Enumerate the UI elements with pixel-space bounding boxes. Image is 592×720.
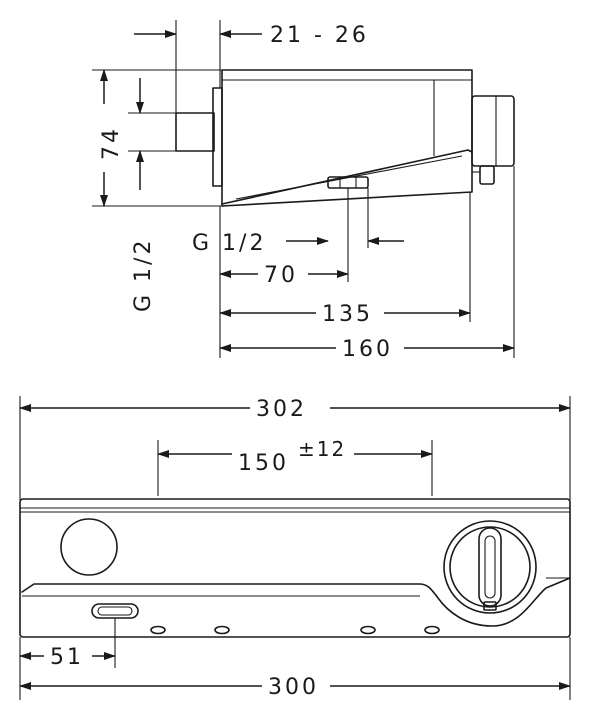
front-shelf bbox=[21, 577, 571, 627]
wall-connection-pipe bbox=[175, 112, 215, 152]
dim-body-depth: 135 bbox=[322, 302, 373, 327]
front-outlet bbox=[91, 603, 139, 619]
knob-grip bbox=[478, 527, 502, 607]
dim-center-distance: 150 bbox=[238, 451, 289, 476]
side-knob-tip bbox=[479, 165, 495, 185]
mounting-hole bbox=[360, 625, 376, 635]
side-view: 21 - 26 74 G 1/2 G 1/2 70 135 160 bbox=[92, 20, 515, 362]
knob-marker bbox=[483, 601, 497, 611]
dim-thread-horizontal: G 1/2 bbox=[192, 231, 266, 256]
front-body bbox=[19, 498, 571, 638]
dim-height: 74 bbox=[99, 126, 124, 160]
side-knob bbox=[471, 95, 515, 167]
dim-outlet-offset: 51 bbox=[50, 645, 84, 670]
thermostat-body bbox=[221, 69, 473, 207]
thermostat-knob bbox=[443, 520, 537, 614]
mounting-hole bbox=[424, 625, 440, 635]
dim-wall-offset: 21 - 26 bbox=[270, 23, 369, 48]
dim-overall-width: 302 bbox=[256, 397, 307, 422]
dim-base-width: 300 bbox=[268, 675, 319, 700]
mounting-hole bbox=[150, 625, 166, 635]
stop-button bbox=[60, 518, 118, 576]
mounting-hole bbox=[214, 625, 230, 635]
front-view: 302 150 ±12 bbox=[19, 396, 571, 700]
dim-total-depth: 160 bbox=[342, 337, 393, 362]
dim-thread-vertical: G 1/2 bbox=[131, 238, 156, 312]
dim-outlet-depth: 70 bbox=[264, 263, 298, 288]
dim-center-tolerance: ±12 bbox=[298, 437, 346, 461]
